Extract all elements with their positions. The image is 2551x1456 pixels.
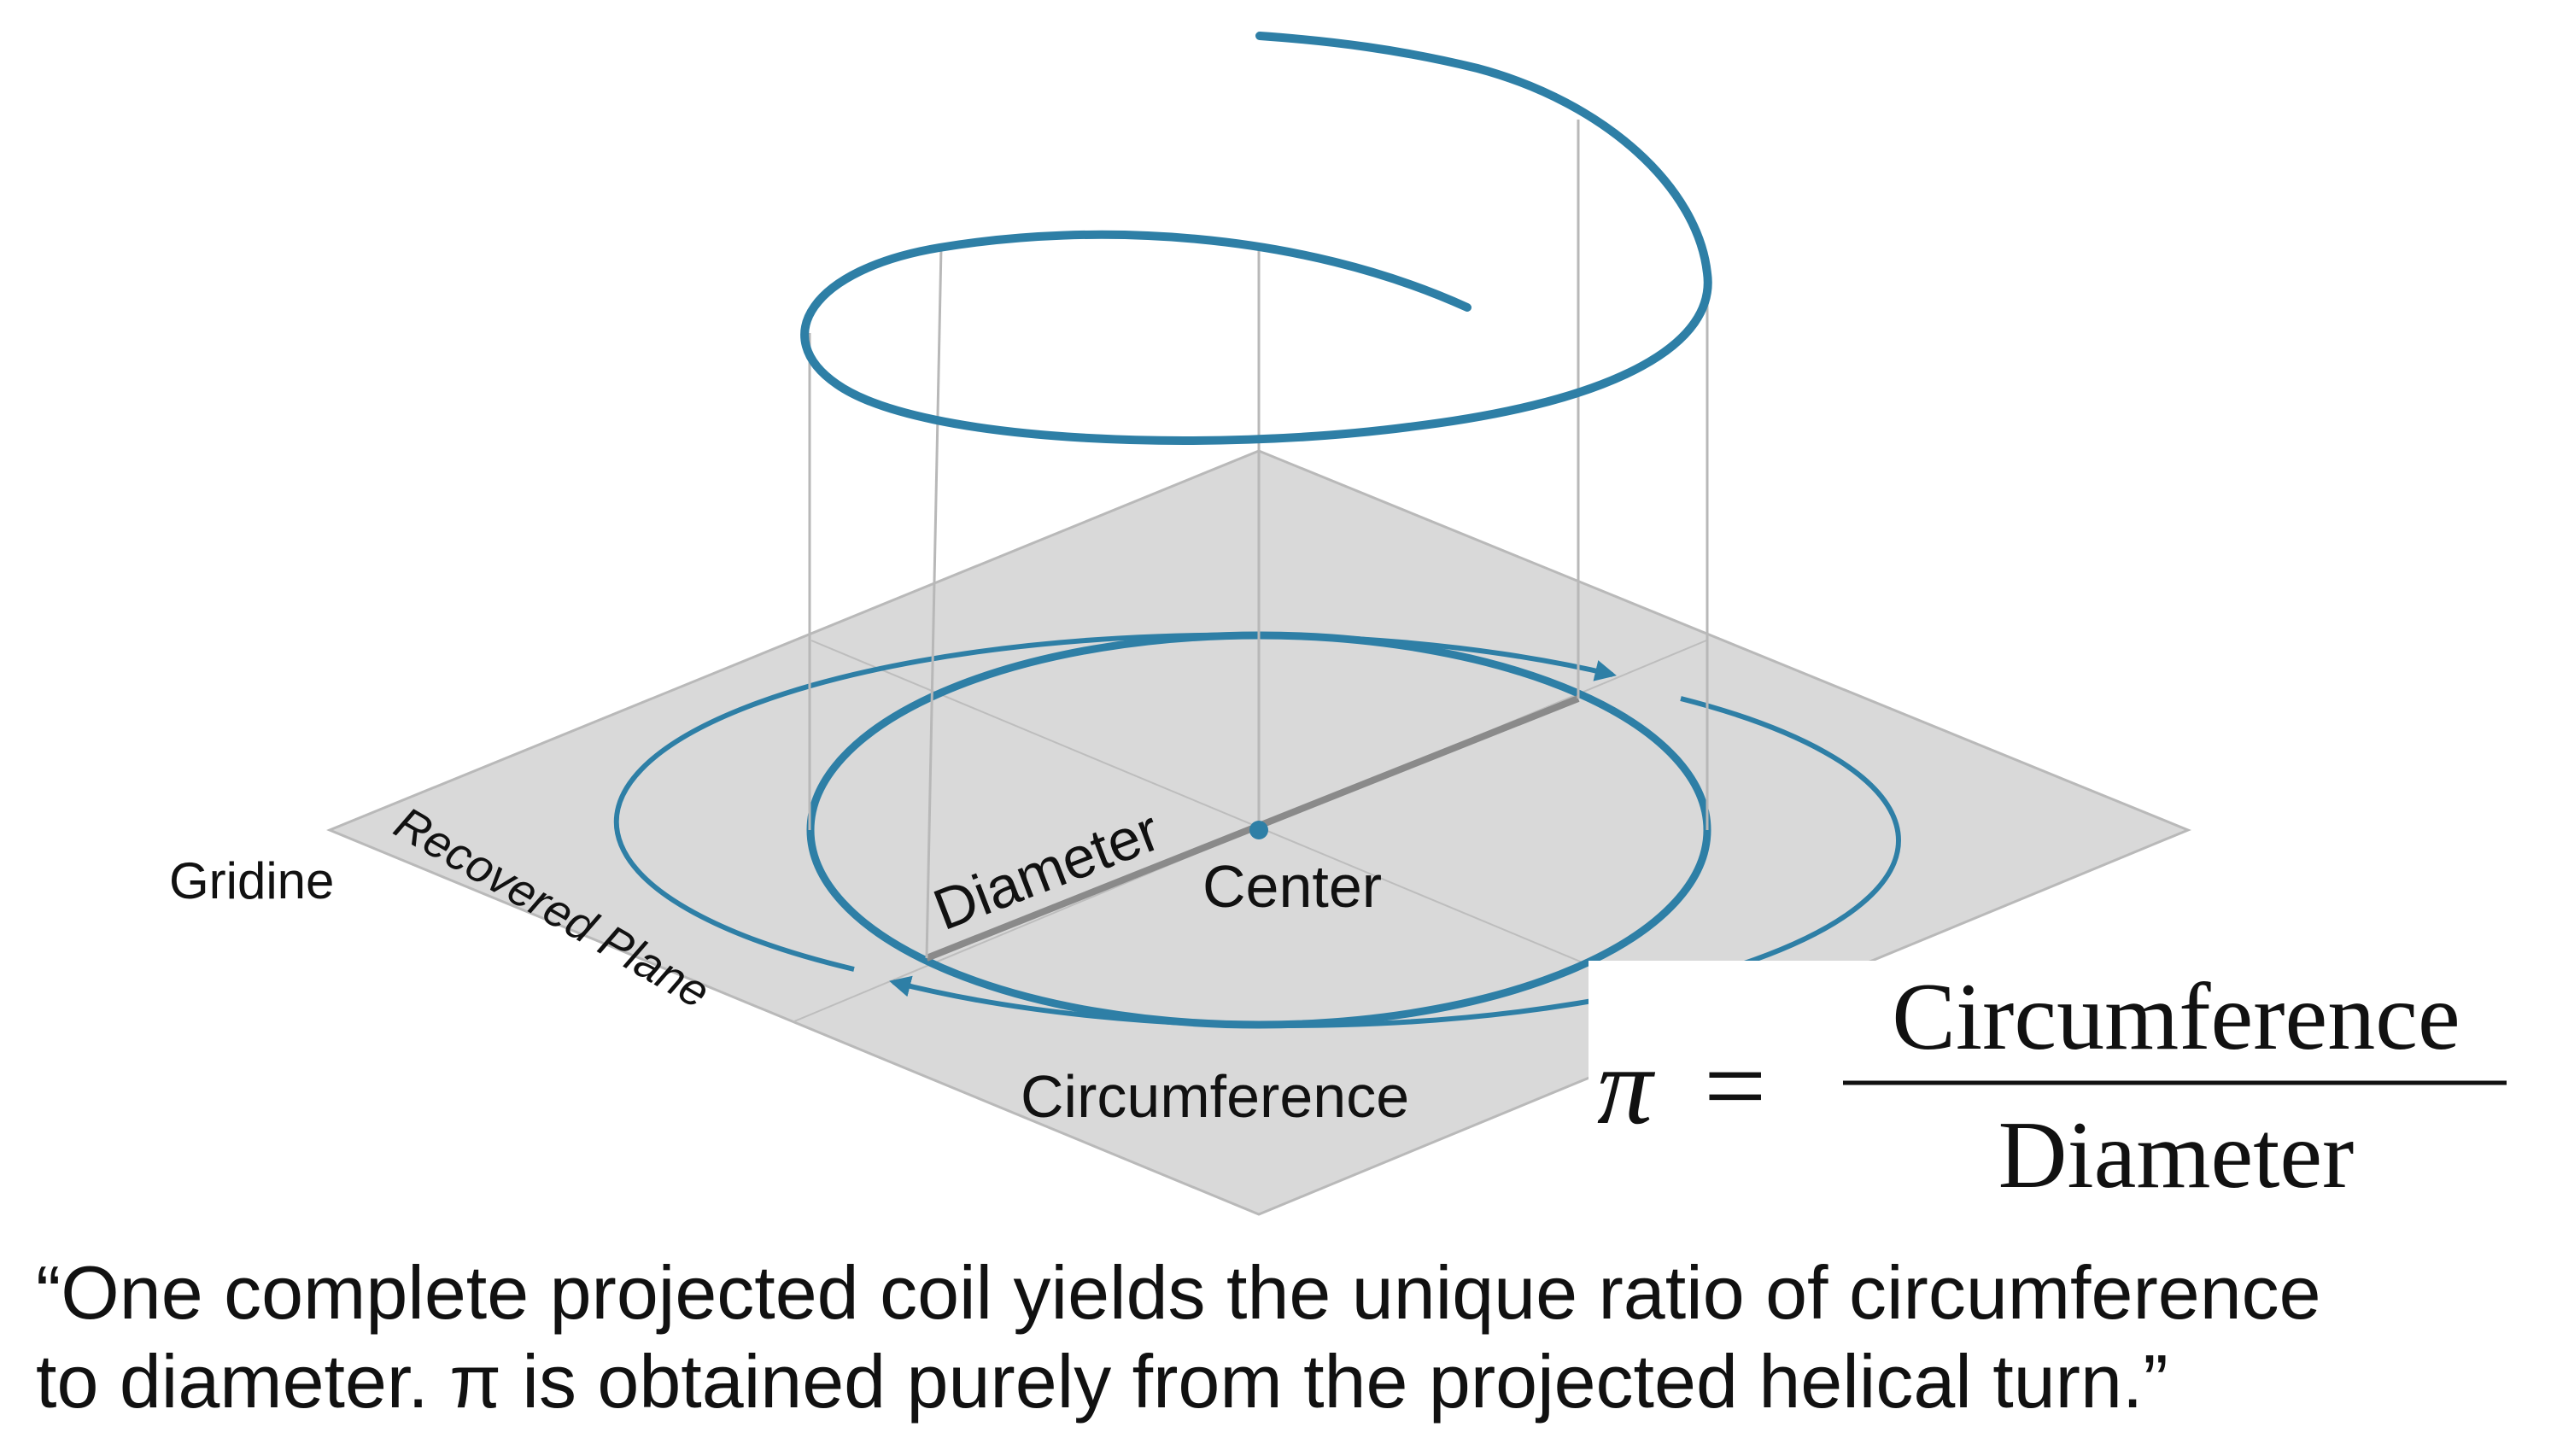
helix-coil (800, 32, 1712, 445)
recovered-plane-edge (326, 449, 2191, 1216)
formula-equals: = (1704, 1025, 1766, 1148)
caption: “One complete projected coil yields the … (36, 1248, 2530, 1426)
center-point (1249, 821, 1268, 839)
formula-backdrop (1589, 961, 2502, 1217)
circumference-label: Circumference (1021, 1063, 1409, 1130)
caption-line-1: “One complete projected coil yields the … (36, 1250, 2321, 1335)
gridline-label: Gridine (169, 852, 334, 909)
formula-denominator: Diameter (1998, 1102, 2355, 1208)
projection-line (925, 247, 943, 959)
center-label: Center (1202, 853, 1382, 920)
projection-lines (808, 120, 1709, 959)
formula-numerator: Circumference (1892, 964, 2460, 1070)
caption-line-2: to diameter. π is obtained purely from t… (36, 1339, 2168, 1424)
pi-formula: π = Circumference Diameter (1589, 961, 2507, 1217)
formula-pi: π (1597, 1025, 1656, 1148)
